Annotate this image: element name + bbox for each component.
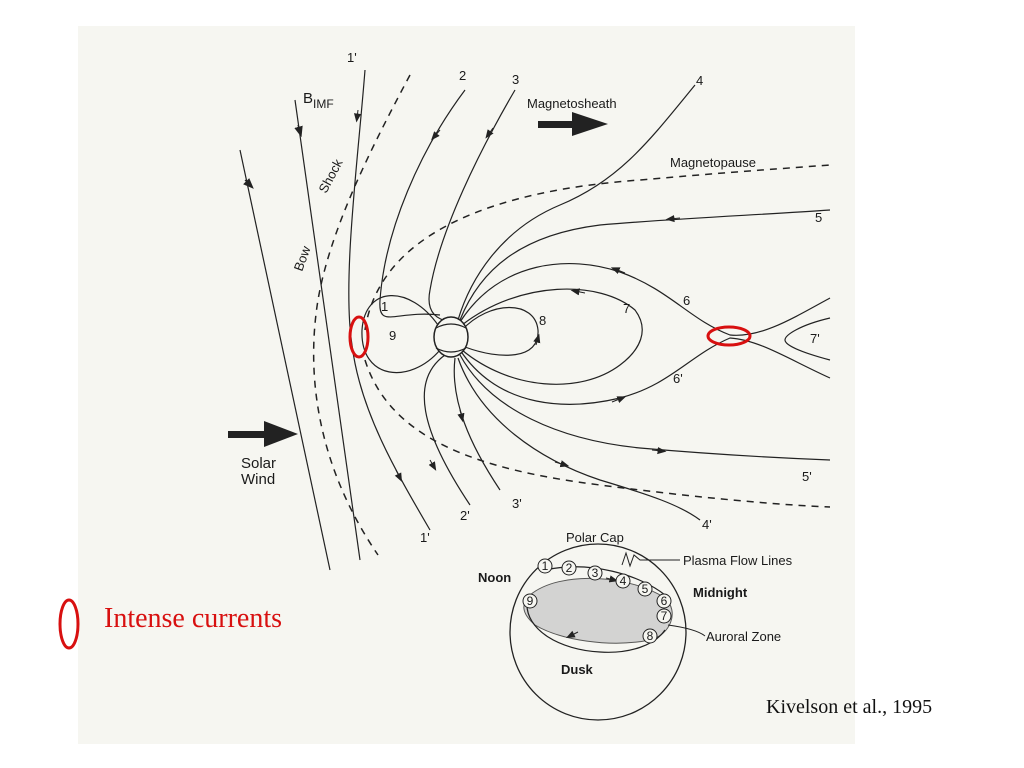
- field-label-4: 4: [696, 73, 703, 88]
- inset-num-4: 4: [620, 574, 627, 588]
- field-line-7: [461, 288, 643, 385]
- field-line-2prime: [423, 354, 471, 506]
- inset-num-7: 7: [661, 609, 668, 623]
- field-line-9: [361, 295, 441, 374]
- field-label-9: 9: [389, 328, 396, 343]
- legend-label: Intense currents: [104, 603, 283, 634]
- inset-plasma-flow-label: Plasma Flow Lines: [683, 553, 793, 568]
- field-label-6prime: 6': [673, 371, 683, 386]
- field-label-5prime: 5': [802, 469, 812, 484]
- field-label-7prime: 7': [810, 331, 820, 346]
- bow-shock: [312, 74, 411, 556]
- citation: Kivelson et al., 1995: [766, 696, 933, 718]
- solar-wind-label-1: Solar: [241, 455, 276, 472]
- field-label-7: 7: [623, 301, 630, 316]
- polar-inset-circle: [509, 543, 687, 721]
- field-line-3prime: [453, 357, 501, 491]
- field-line-4prime: [457, 357, 701, 521]
- field-line-4: [457, 84, 696, 321]
- solar-wind-arrow: [228, 421, 298, 447]
- inset-num-5: 5: [642, 582, 649, 596]
- imf-line-1: [239, 149, 331, 571]
- field-label-5: 5: [815, 210, 822, 225]
- field-label-4prime: 4': [702, 517, 712, 532]
- field-label-1prime-bottom: 1': [420, 530, 430, 545]
- field-label-2prime: 2': [460, 508, 470, 523]
- magnetopause-label: Magnetopause: [670, 155, 756, 170]
- field-line-2: [379, 89, 466, 318]
- imf-line-2: [294, 99, 361, 561]
- magnetopause-upper: [364, 164, 831, 331]
- inset-midnight-label: Midnight: [693, 585, 748, 600]
- intense-current-marker-dayside: [348, 315, 370, 359]
- inset-num-2: 2: [566, 561, 573, 575]
- field-label-2: 2: [459, 68, 466, 83]
- field-label-6: 6: [683, 293, 690, 308]
- magnetosheath-label: Magnetosheath: [527, 96, 617, 111]
- earth: [433, 316, 469, 358]
- solar-wind-label-2: Wind: [241, 471, 275, 488]
- shock-label: Shock: [315, 156, 345, 195]
- field-line-6: [459, 263, 831, 336]
- magnetosheath-arrow: [538, 112, 608, 136]
- field-label-3: 3: [512, 72, 519, 87]
- field-line-1prime: [348, 69, 431, 531]
- inset-num-6: 6: [661, 594, 668, 608]
- inset-num-8: 8: [647, 629, 654, 643]
- inset-num-9: 9: [527, 594, 534, 608]
- legend-marker: [58, 598, 80, 650]
- inset-noon-label: Noon: [478, 570, 511, 585]
- field-line-8: [461, 307, 539, 356]
- inset-num-3: 3: [592, 566, 599, 580]
- intense-current-marker-tail: [706, 325, 752, 347]
- field-line-6prime: [459, 337, 831, 405]
- figure-background: [78, 26, 855, 744]
- field-label-3prime: 3': [512, 496, 522, 511]
- field-line-5: [459, 209, 831, 321]
- field-line-5prime: [459, 354, 831, 461]
- inset-dusk-label: Dusk: [561, 662, 594, 677]
- inset-auroral-zone-label: Auroral Zone: [706, 629, 781, 644]
- field-label-8: 8: [539, 313, 546, 328]
- bow-label: Bow: [291, 244, 314, 273]
- imf-label: BIMF: [303, 90, 334, 111]
- solar-wind-field-lines: [239, 99, 361, 571]
- field-label-1prime-top: 1': [347, 50, 357, 65]
- polar-inset: 1 2 3 4 5 6 7 8 9 Polar Cap Plasma Flow …: [478, 530, 793, 721]
- field-label-1: 1: [381, 299, 388, 314]
- inset-polar-cap-label: Polar Cap: [566, 530, 624, 545]
- magnetopause-lower: [364, 359, 831, 508]
- inset-num-1: 1: [542, 559, 549, 573]
- field-line-7prime: [784, 317, 831, 361]
